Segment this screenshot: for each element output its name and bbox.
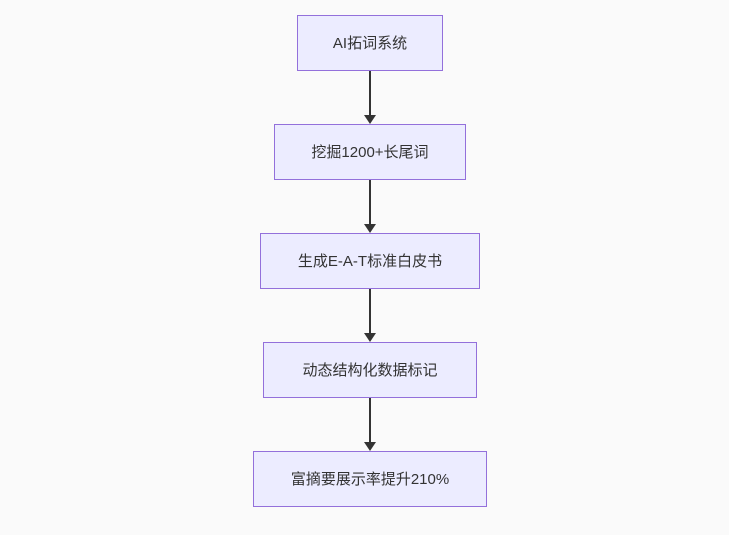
flow-node-label: AI拓词系统 xyxy=(332,34,408,52)
arrowhead-down-icon xyxy=(364,333,376,342)
flow-node-label: 富摘要展示率提升210% xyxy=(290,470,450,488)
flow-node-ai-word-expansion: AI拓词系统 xyxy=(297,15,443,71)
arrowhead-down-icon xyxy=(364,224,376,233)
flow-node-label: 挖掘1200+长尾词 xyxy=(311,143,429,161)
flowchart: AI拓词系统 挖掘1200+长尾词 生成E-A-T标准白皮书 动态结构化数据标记… xyxy=(253,15,487,507)
arrowhead-down-icon xyxy=(364,442,376,451)
flow-node-label: 动态结构化数据标记 xyxy=(302,361,438,379)
arrowhead-down-icon xyxy=(364,115,376,124)
flow-node-label: 生成E-A-T标准白皮书 xyxy=(297,252,443,270)
flow-node-eat-whitepaper: 生成E-A-T标准白皮书 xyxy=(260,233,480,289)
edge-line xyxy=(369,289,371,334)
edge-line xyxy=(369,71,371,116)
flow-node-rich-snippet-rate: 富摘要展示率提升210% xyxy=(253,451,487,507)
flow-edge-n2-n3 xyxy=(364,180,376,233)
flow-edge-n4-n5 xyxy=(364,398,376,451)
edge-line xyxy=(369,180,371,225)
edge-line xyxy=(369,398,371,443)
flow-node-longtail-mining: 挖掘1200+长尾词 xyxy=(274,124,466,180)
flow-edge-n3-n4 xyxy=(364,289,376,342)
flow-edge-n1-n2 xyxy=(364,71,376,124)
flow-node-structured-data-markup: 动态结构化数据标记 xyxy=(263,342,477,398)
